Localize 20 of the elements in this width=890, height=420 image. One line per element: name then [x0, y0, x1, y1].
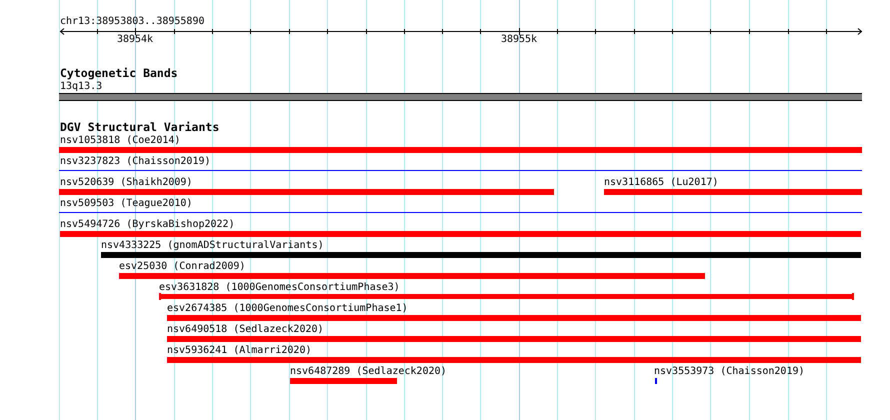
variant-label: esv25030 (Conrad2009): [119, 261, 246, 272]
tick-label: 38954k: [116, 34, 154, 45]
track-title: DGV Structural Variants: [60, 121, 220, 134]
band-label: 13q13.3: [60, 81, 102, 92]
variant-label: nsv1053818 (Coe2014): [60, 135, 180, 146]
variant-label: nsv520639 (Shaikh2009): [60, 177, 192, 188]
variant-label: nsv4333225 (gnomADStructuralVariants): [101, 240, 324, 251]
variant-label: nsv3116865 (Lu2017): [604, 177, 718, 188]
variant-label: nsv6487289 (Sedlazeck2020): [290, 366, 447, 377]
variant-label: nsv5936241 (Almarri2020): [167, 345, 312, 356]
location-label: chr13:38953803..38955890: [60, 16, 204, 27]
track-title: Cytogenetic Bands: [60, 67, 178, 80]
variant-label: nsv5494726 (ByrskaBishop2022): [60, 219, 235, 230]
variant-label: nsv3237823 (Chaisson2019): [60, 156, 211, 167]
variant-label: esv3631828 (1000GenomesConsortiumPhase3): [159, 282, 400, 293]
variant-label: nsv509503 (Teague2010): [60, 198, 192, 209]
variant-label: nsv6490518 (Sedlazeck2020): [167, 324, 324, 335]
variant-label: nsv3553973 (Chaisson2019): [654, 366, 805, 377]
variant-label: esv2674385 (1000GenomesConsortiumPhase1): [167, 303, 408, 314]
tick-label: 38955k: [500, 34, 538, 45]
